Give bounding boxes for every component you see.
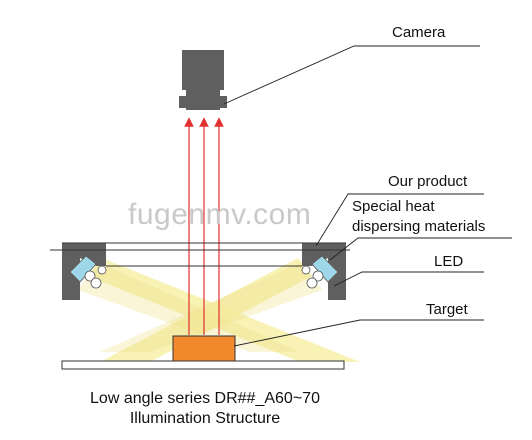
watermark: fugenmv.com bbox=[128, 198, 312, 231]
camera-icon bbox=[179, 50, 227, 110]
heat-material-label-2: dispersing materials bbox=[352, 218, 486, 235]
caption: Low angle series DR##_A60~70 Illuminatio… bbox=[40, 389, 370, 429]
target-label: Target bbox=[426, 301, 468, 318]
led-left bbox=[69, 255, 107, 289]
product-top-cover bbox=[50, 242, 350, 267]
our-product-label: Our product bbox=[388, 173, 468, 190]
heat-material-label-1: Special heat bbox=[352, 198, 435, 215]
base-plate bbox=[61, 360, 345, 370]
right-light-beam bbox=[100, 258, 312, 362]
led-right bbox=[301, 255, 339, 289]
ring-light-left bbox=[62, 243, 106, 300]
camera-label: Camera bbox=[392, 24, 446, 41]
led-label: LED bbox=[434, 253, 464, 270]
leader-lines bbox=[223, 45, 512, 347]
target-object bbox=[172, 335, 236, 362]
reflected-rays bbox=[184, 117, 224, 335]
caption-line-2: Illumination Structure bbox=[129, 410, 281, 427]
caption-line-1: Low angle series DR##_A60~70 bbox=[90, 390, 320, 407]
